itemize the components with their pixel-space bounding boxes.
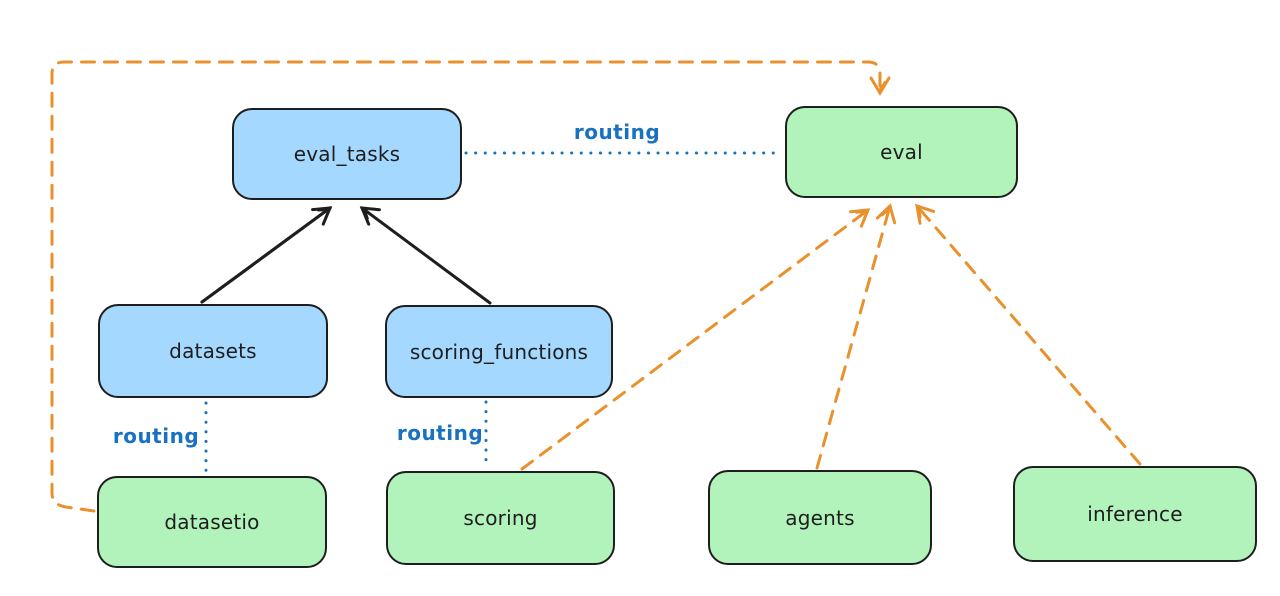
node-inference: inference	[1013, 466, 1257, 562]
node-datasetio: datasetio	[97, 476, 327, 568]
node-eval-tasks-label: eval_tasks	[293, 142, 401, 166]
routing-label-scoring-functions-scoring: routing	[396, 421, 484, 445]
edge-inference-to-eval	[915, 203, 1142, 466]
node-agents-label: agents	[785, 505, 855, 530]
node-datasets-label: datasets	[169, 339, 257, 363]
node-datasetio-label: datasetio	[164, 510, 260, 534]
edge-scoring-to-eval	[520, 208, 871, 471]
node-eval-label: eval	[880, 140, 923, 164]
node-scoring-functions: scoring_functions	[385, 305, 613, 398]
node-eval: eval	[785, 106, 1018, 198]
node-scoring: scoring	[386, 471, 615, 565]
routing-label-eval-tasks-eval: routing	[573, 120, 661, 144]
routing-label-datasets-datasetio: routing	[112, 424, 200, 448]
node-scoring-label: scoring	[463, 506, 538, 530]
node-eval-tasks: eval_tasks	[232, 108, 462, 200]
node-datasets: datasets	[98, 304, 328, 398]
node-inference-label: inference	[1087, 502, 1183, 526]
edge-scoring-functions-to-eval-tasks	[359, 206, 492, 305]
node-scoring-functions-label: scoring_functions	[409, 339, 589, 364]
edge-datasets-to-eval-tasks	[200, 206, 333, 304]
edge-agents-to-eval	[815, 203, 897, 470]
node-agents: agents	[708, 470, 932, 565]
